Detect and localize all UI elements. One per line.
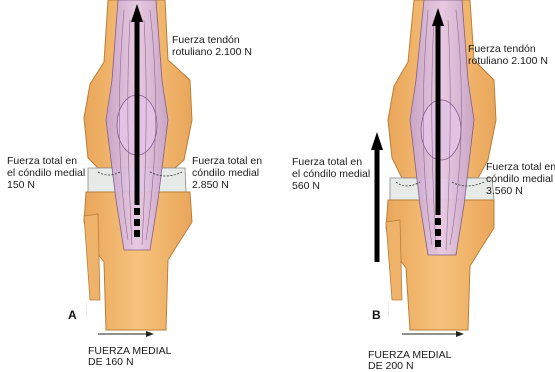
- panel-a-fibula: [84, 214, 100, 300]
- panel-a-right-condyle-label: Fuerza total en cóndilo medial 2.850 N: [192, 155, 262, 191]
- panel-b-left-condyle-label: Fuerza total en el cóndilo medial 560 N: [292, 156, 370, 192]
- panel-b-right-condyle-label: Fuerza total en cóndilo medial 3.560 N: [486, 161, 555, 197]
- panel-a-right-condyle-label-line-3: 2.850 N: [192, 179, 262, 191]
- panel-a-medial-force-arrow: [98, 331, 154, 337]
- panel-a-left-condyle-label: Fuerza total en el cóndilo medial 150 N: [7, 155, 85, 191]
- panel-a-signature-mark: · · · · ·: [84, 302, 90, 316]
- panel-b-condyle-force-arrow: [371, 132, 383, 262]
- panel-a-right-condyle-label-line-1: Fuerza total en: [192, 155, 262, 167]
- panel-b-right-condyle-label-line-2: cóndilo medial: [486, 173, 555, 185]
- panel-b-tendon-label: Fuerza tendón rotuliano 2.100 N: [468, 43, 548, 67]
- panel-a-letter: A: [68, 308, 77, 322]
- panel-b-left-condyle-label-line-2: el cóndilo medial: [292, 168, 370, 180]
- panel-b-medial-force-label: FUERZA MEDIAL DE 200 N: [368, 350, 451, 372]
- panel-b-tendon-label-line-2: rotuliano 2.100 N: [468, 55, 548, 67]
- panel-b-right-condyle-label-line-1: Fuerza total en: [486, 161, 555, 173]
- panel-b-letter: B: [372, 308, 381, 322]
- panel-b-fibula: [386, 220, 402, 300]
- panel-b-right-condyle-label-line-3: 3.560 N: [486, 185, 555, 197]
- panel-a-tendon-label: Fuerza tendón rotuliano 2.100 N: [172, 34, 252, 58]
- panel-a-right-condyle-label-line-2: cóndilo medial: [192, 167, 262, 179]
- panel-a-tendon-label-line-1: Fuerza tendón: [172, 34, 252, 46]
- panel-b-tendon-label-line-1: Fuerza tendón: [468, 43, 548, 55]
- panel-a-medial-force-label: FUERZA MEDIAL DE 160 N: [88, 346, 171, 368]
- panel-a-tendon-label-line-2: rotuliano 2.100 N: [172, 46, 252, 58]
- panel-b-medial-force-arrow: [402, 331, 464, 337]
- panel-b-patella: [421, 100, 461, 160]
- panel-b-signature-mark: · · · · ·: [386, 302, 392, 316]
- panel-a-left-condyle-label-line-1: Fuerza total en: [7, 155, 85, 167]
- panel-b-left-condyle-label-line-3: 560 N: [292, 180, 370, 192]
- panel-b-medial-force-label-line-2: DE 200 N: [368, 361, 451, 372]
- panel-a-left-condyle-label-line-3: 150 N: [7, 179, 85, 191]
- panel-a-medial-force-label-line-2: DE 160 N: [88, 357, 171, 368]
- panel-b-left-condyle-label-line-1: Fuerza total en: [292, 156, 370, 168]
- panel-a-left-condyle-label-line-2: el cóndilo medial: [7, 167, 85, 179]
